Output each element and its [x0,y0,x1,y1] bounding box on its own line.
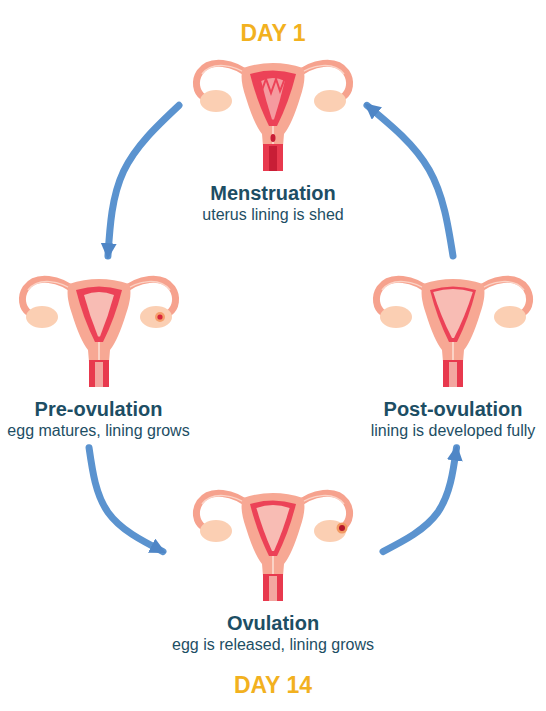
cycle-arrow [89,448,163,552]
uterus-illustration [368,262,538,387]
cycle-stage: Post-ovulationlining is developed fully [365,262,541,442]
stage-description: egg is released, lining grows [172,635,374,656]
stage-name: Post-ovulation [384,397,523,421]
cycle-stage: Ovulationegg is released, lining grows [169,476,377,656]
uterus-illustration [14,262,184,387]
uterus-illustration [188,476,358,601]
cycle-stage: Pre-ovulationegg matures, lining grows [4,262,193,442]
uterus-drawing [196,493,349,601]
stage-description: lining is developed fully [371,421,536,442]
stage-name: Ovulation [227,611,319,635]
cycle-arrow [383,448,457,552]
uterus-drawing [376,279,529,387]
stage-description: egg matures, lining grows [7,421,189,442]
uterus-drawing [196,63,349,171]
cycle-arrow [367,105,453,256]
uterus-illustration [188,46,358,171]
day-label: DAY 14 [0,672,546,700]
day-label: DAY 1 [0,20,546,48]
stage-description: uterus lining is shed [202,205,343,226]
cycle-arrow [108,105,179,256]
stage-name: Menstruation [210,181,336,205]
uterus-drawing [22,279,175,387]
stage-name: Pre-ovulation [35,397,163,421]
cycle-stage: Menstruationuterus lining is shed [185,46,361,226]
